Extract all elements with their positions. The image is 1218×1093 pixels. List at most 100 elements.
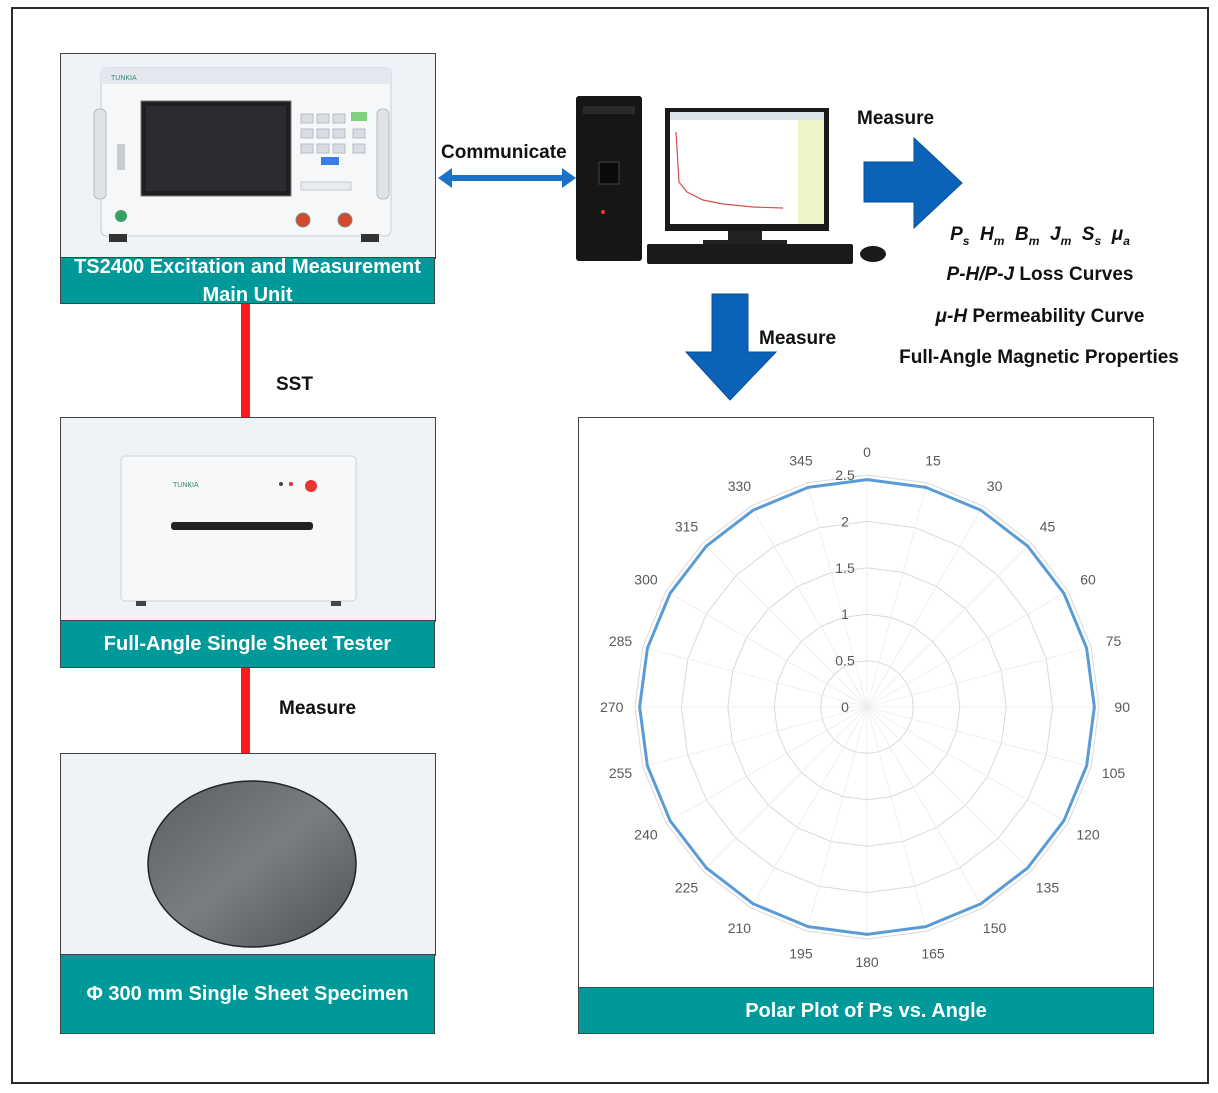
polar-point-0-13 <box>807 925 809 927</box>
polar-spoke-20 <box>666 591 867 707</box>
main-unit-brand: TUNKIA <box>111 75 137 82</box>
polar-angle-label-8: 120 <box>1076 827 1100 843</box>
polar-point-0-5 <box>1085 647 1087 649</box>
polar-angle-label-23: 345 <box>789 452 813 468</box>
polar-angle-label-17: 255 <box>609 765 633 781</box>
polar-point-0-15 <box>705 867 707 869</box>
polar-spoke-2 <box>867 506 983 707</box>
polar-angle-label-13: 195 <box>789 946 813 962</box>
measure-down-label: Measure <box>759 328 836 350</box>
polar-angle-label-16: 240 <box>634 827 658 843</box>
polar-point-0-17 <box>646 765 648 767</box>
polar-caption: Polar Plot of Ps vs. Angle <box>578 987 1154 1034</box>
polar-radial-tick-2: 1 <box>841 606 849 622</box>
properties-line-4: Full-Angle Magnetic Properties <box>880 347 1198 369</box>
communicate-arrow <box>436 166 578 190</box>
measure-right-arrow <box>862 136 964 230</box>
loss-curves-symbol: P-H/P-J <box>947 264 1015 285</box>
polar-point-0-1 <box>925 486 927 488</box>
polar-radial-tick-1: 0.5 <box>835 653 855 669</box>
polar-point-0-23 <box>807 486 809 488</box>
polar-angle-label-22: 330 <box>728 478 752 494</box>
polar-chart: 00.511.522.50153045607590105120135150165… <box>579 418 1153 988</box>
polar-point-0-10 <box>979 903 981 905</box>
specimen-disc <box>61 754 435 955</box>
measure-right-label: Measure <box>857 108 934 130</box>
polar-point-0-12 <box>866 933 868 935</box>
polar-angle-label-18: 270 <box>600 699 624 715</box>
polar-point-0-0 <box>866 478 868 480</box>
polar-spoke-8 <box>867 707 1068 823</box>
polar-point-0-21 <box>705 545 707 547</box>
polar-angle-label-7: 105 <box>1102 765 1126 781</box>
properties-line-2: P-H/P-J Loss Curves <box>900 264 1180 286</box>
prop-mua: μa <box>1112 224 1130 245</box>
polar-angle-label-5: 75 <box>1106 633 1122 649</box>
loss-curves-text: Loss Curves <box>1014 264 1133 285</box>
specimen-caption: Φ 300 mm Single Sheet Specimen <box>60 954 435 1034</box>
polar-point-0-2 <box>979 509 981 511</box>
tester-caption: Full-Angle Single Sheet Tester <box>60 620 435 668</box>
polar-angle-label-21: 315 <box>675 519 699 535</box>
polar-spoke-15 <box>703 707 867 871</box>
prop-bm: Bm <box>1015 224 1039 245</box>
polar-spoke-14 <box>751 707 867 908</box>
polar-angle-label-1: 15 <box>925 452 941 468</box>
polar-point-0-16 <box>669 819 671 821</box>
tester-label: Full-Angle Single Sheet Tester <box>104 630 391 658</box>
polar-point-0-19 <box>646 647 648 649</box>
prop-hm: Hm <box>980 224 1004 245</box>
polar-spoke-3 <box>867 543 1031 707</box>
sst-connector <box>241 304 250 418</box>
polar-angle-label-15: 225 <box>675 879 699 895</box>
polar-angle-label-12: 180 <box>855 954 879 970</box>
prop-jm: Jm <box>1050 224 1071 245</box>
polar-angle-label-6: 90 <box>1114 699 1130 715</box>
main-unit-label: TS2400 Excitation and Measurement Main U… <box>61 253 434 309</box>
polar-spoke-13 <box>807 707 867 931</box>
prop-ps: Ps <box>950 224 969 245</box>
measure-connector <box>241 668 250 754</box>
polar-point-0-20 <box>669 592 671 594</box>
polar-spoke-9 <box>867 707 1031 871</box>
polar-spoke-1 <box>867 483 927 707</box>
polar-angle-label-14: 210 <box>728 920 752 936</box>
polar-point-0-14 <box>752 903 754 905</box>
polar-angle-label-10: 150 <box>983 920 1007 936</box>
polar-spoke-11 <box>867 707 927 931</box>
polar-angle-label-20: 300 <box>634 571 658 587</box>
polar-angle-label-2: 30 <box>987 478 1003 494</box>
sst-label: SST <box>276 374 313 396</box>
polar-spoke-23 <box>807 483 867 707</box>
polar-angle-label-11: 165 <box>921 946 945 962</box>
polar-spoke-5 <box>867 647 1091 707</box>
polar-spoke-7 <box>867 707 1091 767</box>
polar-point-0-6 <box>1093 706 1095 708</box>
polar-point-0-7 <box>1085 765 1087 767</box>
properties-line-1: Ps Hm Bm Jm Ss μa <box>930 224 1150 248</box>
specimen-label: Φ 300 mm Single Sheet Specimen <box>86 980 408 1008</box>
polar-point-0-9 <box>1027 867 1029 869</box>
polar-spoke-10 <box>867 707 983 908</box>
polar-radial-tick-3: 1.5 <box>835 560 855 576</box>
permeability-symbol: μ-H <box>936 306 968 327</box>
properties-line-3: μ-H Permeability Curve <box>900 306 1180 328</box>
polar-spoke-19 <box>643 647 867 707</box>
prop-ss: Ss <box>1082 224 1101 245</box>
polar-point-0-3 <box>1027 545 1029 547</box>
polar-spoke-16 <box>666 707 867 823</box>
polar-point-0-11 <box>925 925 927 927</box>
computer-illustration <box>573 92 893 267</box>
polar-caption-label: Polar Plot of Ps vs. Angle <box>745 997 987 1025</box>
polar-radial-tick-4: 2 <box>841 513 849 529</box>
main-unit-device: TUNKIA <box>61 54 435 258</box>
polar-point-0-18 <box>638 706 640 708</box>
specimen-image-box <box>60 753 436 956</box>
polar-radial-tick-0: 0 <box>841 699 849 715</box>
polar-point-0-8 <box>1063 819 1065 821</box>
tester-image-box: TUNKIA <box>60 417 436 622</box>
main-unit-caption: TS2400 Excitation and Measurement Main U… <box>60 257 435 304</box>
polar-point-0-22 <box>752 509 754 511</box>
polar-point-0-4 <box>1063 592 1065 594</box>
